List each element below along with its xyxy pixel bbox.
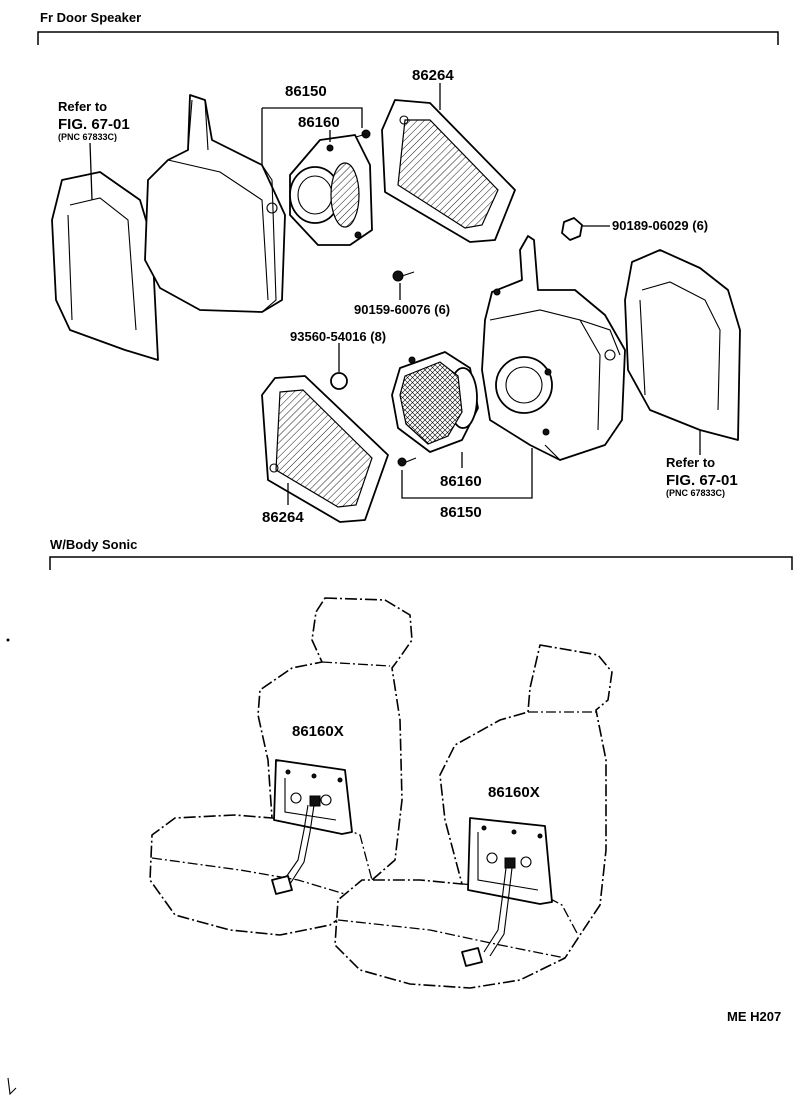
- refer-left-line1: Refer to: [58, 99, 107, 114]
- refer-right-line3: (PNC 67833C): [666, 488, 725, 498]
- grille-86264-top: [381, 99, 516, 243]
- left-speaker-box: [144, 94, 286, 313]
- label-86150-bottom: 86150: [440, 504, 482, 521]
- heater-pad-left: [271, 759, 353, 895]
- label-93560: 93560-54016 (8): [290, 329, 386, 344]
- heater-pad-right: [461, 817, 553, 967]
- refer-left-line3: (PNC 67833C): [58, 132, 117, 142]
- refer-right-line2: FIG. 67-01: [666, 472, 738, 489]
- scan-mark: [7, 1077, 17, 1096]
- refer-left-leader: [89, 142, 93, 201]
- label-86160-bottom: 86160: [440, 473, 482, 490]
- screw-90159: [392, 270, 415, 300]
- top-section-title: Fr Door Speaker: [40, 10, 141, 25]
- screw-top-86160: [355, 129, 371, 139]
- label-86264-top: 86264: [412, 67, 454, 84]
- label-90189: 90189-06029 (6): [612, 218, 708, 233]
- diagram-code: ME H207: [727, 1009, 781, 1024]
- label-86160x-right: 86160X: [488, 784, 540, 801]
- washer-93560: [330, 343, 348, 390]
- label-86150-top: 86150: [285, 83, 327, 100]
- screw-bottom-86160: [397, 457, 417, 467]
- bottom-section-frame: [49, 556, 793, 570]
- top-section-frame: [37, 31, 779, 45]
- label-86264-bottom: 86264: [262, 509, 304, 526]
- refer-right-line1: Refer to: [666, 455, 715, 470]
- label-90159: 90159-60076 (6): [354, 302, 450, 317]
- grille-86264-bottom: [261, 375, 389, 523]
- scan-dot: [6, 638, 10, 642]
- label-86160x-left: 86160X: [292, 723, 344, 740]
- refer-left-line2: FIG. 67-01: [58, 116, 130, 133]
- right-speaker-box: [481, 235, 626, 461]
- bottom-section-title: W/Body Sonic: [50, 537, 137, 552]
- speaker-86160-bottom: [391, 351, 479, 453]
- nut-90189: [561, 217, 610, 241]
- label-86160-top: 86160: [298, 114, 340, 131]
- leader-86150-bottom-bracket: [401, 448, 533, 499]
- leader-86150-top-bracket: [262, 107, 363, 128]
- speaker-86160-top: [289, 134, 373, 246]
- right-door-trim-panel: [624, 249, 741, 441]
- left-door-trim-panel: [51, 171, 159, 361]
